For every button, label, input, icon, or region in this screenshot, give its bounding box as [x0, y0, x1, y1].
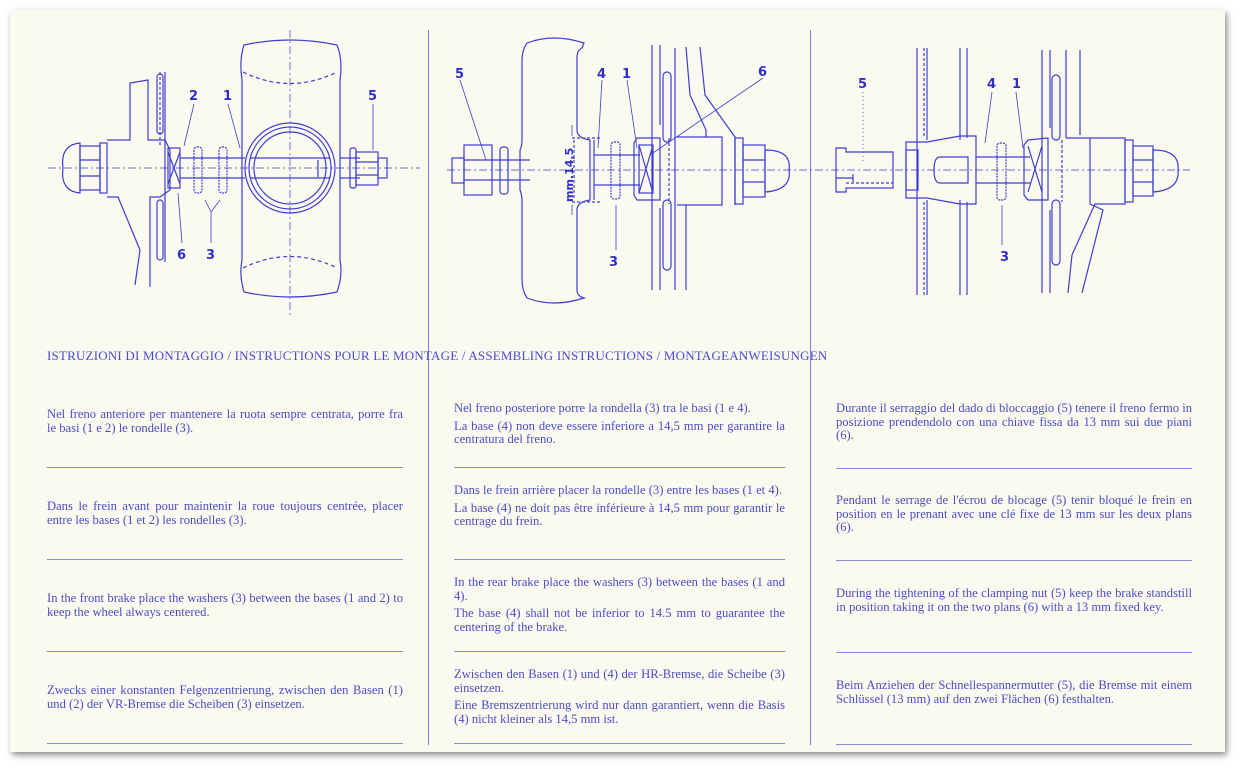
label-1: 1: [622, 67, 631, 82]
paragraph: During the tightening of the clamping nu…: [836, 586, 1192, 614]
paragraph: Zwischen den Basen (1) und (4) der HR-Br…: [454, 667, 785, 695]
dimension-14-5mm: mm.14,5: [563, 148, 576, 202]
divider: [836, 652, 1192, 653]
paragraph: La base (4) ne doit pas être inférieure …: [454, 500, 785, 529]
paragraph: Pendant le serrage de l'écrou de blocage…: [836, 493, 1192, 535]
instruction-front-fr: Dans le frein avant pour maintenir la ro…: [47, 499, 403, 531]
divider: [836, 560, 1192, 561]
instruction-nut-it: Durante il serraggio del dado di bloccag…: [836, 401, 1192, 447]
divider: [47, 651, 403, 652]
label-5: 5: [455, 67, 464, 82]
label-3: 3: [206, 248, 215, 263]
paragraph: Dans le frein avant pour maintenir la ro…: [47, 499, 403, 527]
divider: [454, 651, 785, 652]
paragraph: La base (4) non deve essere inferiore a …: [454, 418, 785, 447]
instruction-front-it: Nel freno anteriore per mantenere la ruo…: [47, 407, 403, 439]
instruction-rear-fr: Dans le frein arrière placer la rondelle…: [454, 483, 785, 533]
paragraph: In the front brake place the washers (3)…: [47, 591, 403, 619]
paragraph: Durante il serraggio del dado di bloccag…: [836, 401, 1192, 443]
rear-brake-diagram: [447, 37, 812, 304]
paragraph: Dans le frein arrière placer la rondelle…: [454, 483, 782, 497]
column-divider: [428, 30, 429, 745]
instruction-nut-fr: Pendant le serrage de l'écrou de blocage…: [836, 493, 1192, 539]
label-2: 2: [189, 89, 198, 104]
instruction-nut-en: During the tightening of the clamping nu…: [836, 586, 1192, 618]
label-5: 5: [858, 77, 867, 92]
divider: [47, 743, 403, 744]
paragraph: Nel freno posteriore porre la rondella (…: [454, 401, 751, 415]
divider: [836, 468, 1192, 469]
divider: [836, 744, 1192, 745]
label-3: 3: [609, 255, 618, 270]
label-1: 1: [223, 89, 232, 104]
instruction-front-de: Zwecks einer konstanten Felgenzentrierun…: [47, 683, 403, 715]
label-6: 6: [177, 248, 186, 263]
instruction-rear-de: Zwischen den Basen (1) und (4) der HR-Br…: [454, 667, 785, 730]
paragraph: The base (4) shall not be inferior to 14…: [454, 606, 785, 634]
divider: [47, 467, 403, 468]
column-divider: [810, 30, 811, 745]
label-5: 5: [368, 89, 377, 104]
paragraph: In the rear brake place the washers (3) …: [454, 575, 785, 603]
assembly-diagrams: 2 1 5 6 3: [48, 30, 1190, 315]
label-6: 6: [758, 65, 767, 80]
paragraph: Nel freno anteriore per mantenere la ruo…: [47, 407, 403, 435]
paragraph: Eine Bremszentrierung wird nur dann gara…: [454, 698, 785, 726]
label-4: 4: [597, 67, 606, 82]
label-4: 4: [987, 77, 996, 92]
front-brake-diagram: [48, 30, 420, 315]
rear-quick-release-diagram: [815, 48, 1190, 295]
paragraph: Beim Anziehen der Schnellespannermutter …: [836, 678, 1192, 706]
instruction-sheet: [10, 10, 1225, 752]
instruction-nut-de: Beim Anziehen der Schnellespannermutter …: [836, 678, 1192, 710]
instruction-rear-en: In the rear brake place the washers (3) …: [454, 575, 785, 638]
section-heading: ISTRUZIONI DI MONTAGGIO / INSTRUCTIONS P…: [47, 348, 828, 363]
instruction-rear-it: Nel freno posteriore porre la rondella (…: [454, 401, 785, 451]
paragraph: Zwecks einer konstanten Felgenzentrierun…: [47, 683, 403, 711]
divider: [454, 559, 785, 560]
divider: [47, 559, 403, 560]
divider: [454, 467, 785, 468]
divider: [454, 743, 785, 744]
label-1: 1: [1012, 77, 1021, 92]
label-3: 3: [1000, 250, 1009, 265]
instruction-front-en: In the front brake place the washers (3)…: [47, 591, 403, 623]
